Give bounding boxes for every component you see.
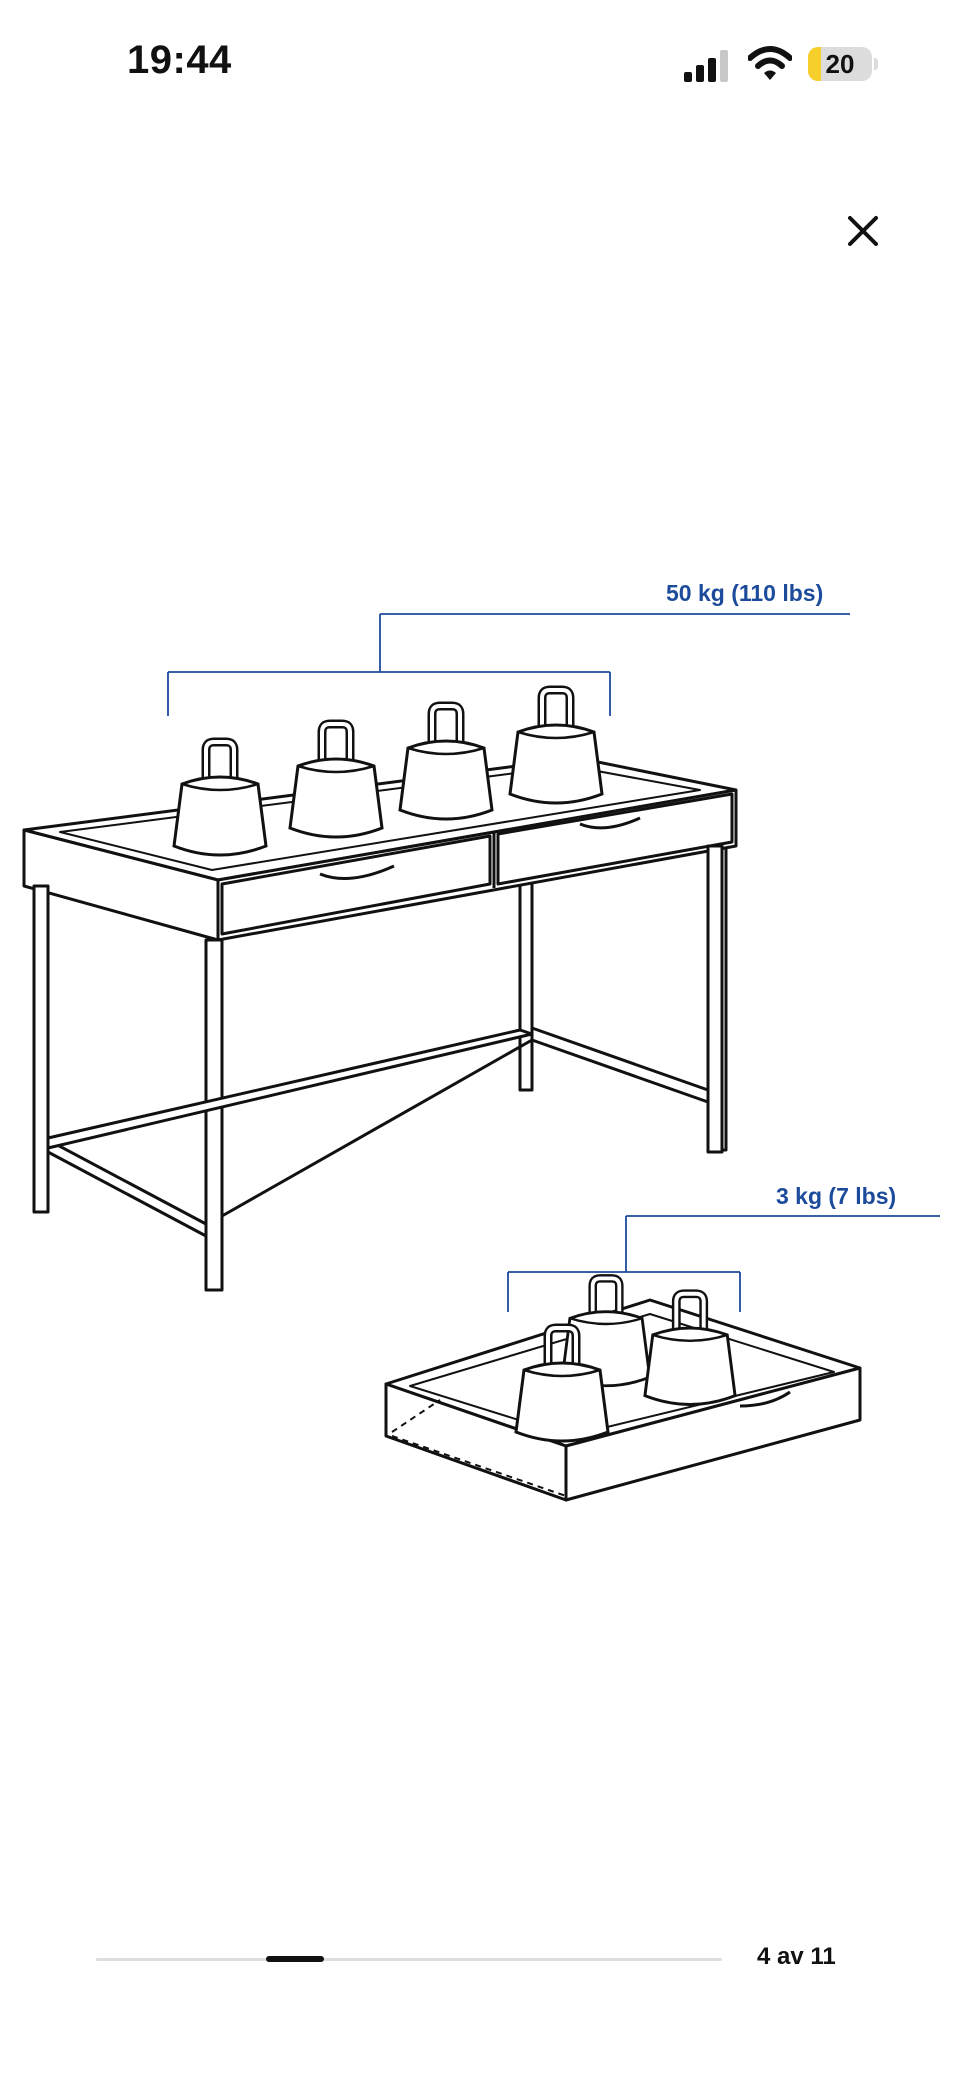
battery-level: 20 — [825, 49, 855, 79]
desk-load-label: 50 kg (110 lbs) — [666, 580, 824, 606]
drawer-load-label: 3 kg (7 lbs) — [776, 1183, 897, 1209]
pager: 4 av 11 — [0, 1940, 960, 1980]
battery-fill — [808, 47, 821, 81]
close-icon — [848, 216, 878, 246]
battery-indicator: 20 — [808, 47, 878, 81]
pager-thumb[interactable] — [266, 1956, 325, 1962]
close-button[interactable] — [838, 206, 888, 256]
status-time: 19:44 — [127, 38, 232, 82]
illustration-canvas — [22, 613, 940, 1502]
wifi-icon — [748, 46, 792, 80]
page-indicator: 4 av 11 — [757, 1943, 836, 1970]
status-bar: 19:44 20 — [0, 0, 960, 130]
pager-track[interactable] — [96, 1958, 722, 1961]
desk-illustration — [22, 756, 738, 1292]
cellular-signal-icon — [684, 50, 728, 82]
desk-load-bracket — [167, 613, 850, 716]
product-illustration: 50 kg (110 lbs) 3 kg (7 lbs) — [22, 580, 940, 1502]
drawer-load-bracket — [507, 1215, 940, 1312]
